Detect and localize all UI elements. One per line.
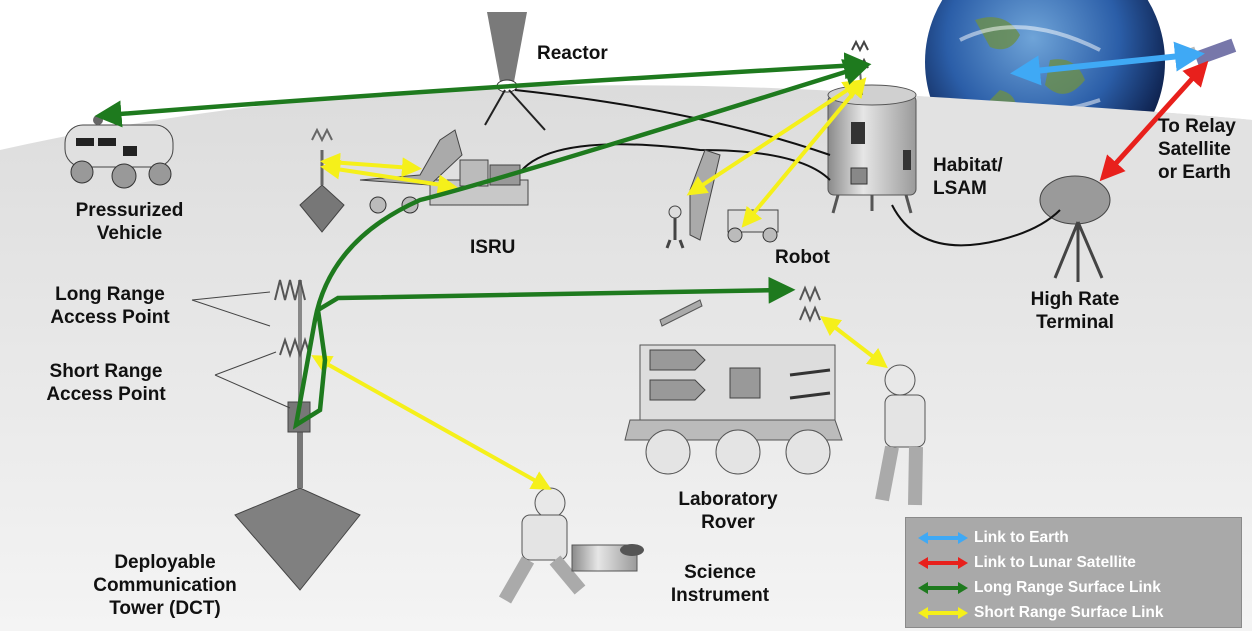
astronaut-standing-icon xyxy=(875,364,926,506)
long-range-links xyxy=(94,52,872,430)
habitat-icon xyxy=(827,84,917,214)
pressurized-vehicle-icon xyxy=(64,115,174,189)
double-arrow-icon xyxy=(918,531,968,544)
double-arrow-icon xyxy=(918,581,968,594)
satellite-link xyxy=(1099,60,1209,182)
legend-item-satellite: Link to Lunar Satellite xyxy=(918,550,1241,575)
legend-label: Short Range Surface Link xyxy=(974,603,1164,621)
pressurized-vehicle-label: Pressurized Vehicle xyxy=(75,200,184,244)
relay-label: To Relay Satellite or Earth xyxy=(1158,116,1236,183)
laboratory-rover-label: Laboratory Rover xyxy=(678,489,778,533)
double-arrow-icon xyxy=(918,606,968,619)
reactor-label: Reactor xyxy=(537,43,608,64)
science-instrument-icon xyxy=(571,544,644,572)
isru-label: ISRU xyxy=(470,237,516,258)
relay-satellite-icon xyxy=(1173,38,1237,66)
dct-label: Deployable Communication Tower (DCT) xyxy=(93,552,237,619)
label-leader-lines xyxy=(191,291,291,409)
short-range-access-point-label: Short Range Access Point xyxy=(46,361,166,405)
legend: Link to Earth Link to Lunar Satellite Lo… xyxy=(905,517,1242,628)
astronaut-kneeling-icon xyxy=(498,487,586,604)
habitat-label: Habitat/ LSAM xyxy=(933,155,1003,199)
long-range-access-point-label: Long Range Access Point xyxy=(50,284,170,328)
legend-item-long-range: Long Range Surface Link xyxy=(918,575,1241,600)
robot-label: Robot xyxy=(775,247,830,268)
double-arrow-icon xyxy=(918,556,968,569)
high-rate-terminal-label: High Rate Terminal xyxy=(1030,289,1120,333)
laboratory-rover-icon xyxy=(624,285,843,475)
legend-label: Long Range Surface Link xyxy=(974,578,1161,596)
legend-label: Link to Lunar Satellite xyxy=(974,553,1136,571)
legend-item-earth: Link to Earth xyxy=(918,525,1241,550)
legend-item-short-range: Short Range Surface Link xyxy=(918,600,1241,625)
science-instrument-label: Science Instrument xyxy=(670,562,770,606)
legend-label: Link to Earth xyxy=(974,528,1069,546)
